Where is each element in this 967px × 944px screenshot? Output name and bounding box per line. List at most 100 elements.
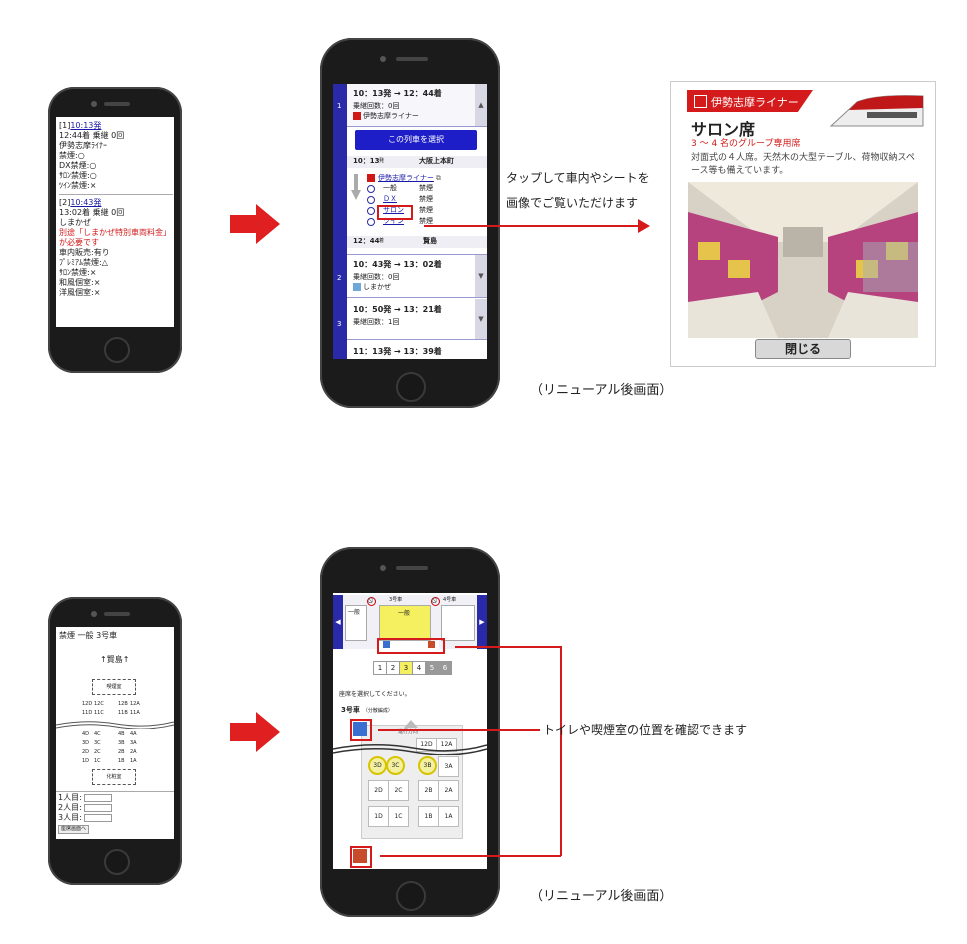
seat-label[interactable]: 11D — [82, 710, 93, 716]
seat-label[interactable]: 2B — [118, 749, 125, 755]
seat[interactable]: 1A — [438, 806, 459, 827]
seat[interactable]: 1C — [388, 806, 409, 827]
car-name: 3号車 — [389, 597, 403, 603]
new-seat-screen: ◀ ▶ 一般 ⃠ 一般 3号車 ⃠ 4号車 1 2 3 4 — [333, 593, 487, 869]
seat-label[interactable]: 12B — [118, 701, 128, 707]
radio-icon[interactable] — [367, 185, 375, 193]
seat-label[interactable]: 2D — [82, 749, 90, 755]
seat-label[interactable]: 2C — [94, 749, 101, 755]
camera-icon — [91, 101, 97, 107]
select-train-button[interactable]: この列車を選択 — [355, 130, 477, 150]
sidebar-strip — [333, 84, 347, 359]
seat-label[interactable]: 4A — [130, 731, 137, 737]
person-select[interactable] — [83, 793, 112, 802]
train-time-link[interactable]: 10:13発 — [70, 121, 102, 130]
seat-label[interactable]: 4D — [82, 731, 90, 737]
car-3[interactable]: 一般 — [379, 605, 431, 641]
prev-car-button[interactable]: ◀ — [333, 595, 343, 649]
train-row-4[interactable]: 11：13発 → 13：39着 — [347, 342, 487, 359]
seat[interactable]: 2A — [438, 780, 459, 801]
seat-label[interactable]: 1A — [130, 758, 137, 764]
page-button[interactable]: 6 — [438, 661, 452, 675]
seat-label[interactable]: 12D — [82, 701, 93, 707]
seat[interactable]: 2C — [388, 780, 409, 801]
dep-time: 10：13 — [353, 157, 380, 165]
seat[interactable]: 1D — [368, 806, 389, 827]
seat-selected[interactable]: 3B — [418, 756, 437, 775]
seat-label[interactable]: 3C — [94, 740, 101, 746]
seat-type-row[interactable]: 一般禁煙 — [367, 184, 477, 195]
seat-label[interactable]: 12A — [130, 701, 140, 707]
home-button[interactable] — [396, 881, 426, 911]
seat-label[interactable]: 1C — [94, 758, 101, 764]
radio-icon[interactable] — [367, 207, 375, 215]
expand-button[interactable]: ▼ — [475, 255, 487, 297]
page-button[interactable]: 5 — [425, 661, 439, 675]
row-times: 10：50発 → 13：21着 — [353, 305, 442, 314]
seat[interactable]: 3A — [438, 756, 459, 777]
train-info-link[interactable]: 伊勢志摩ライナー — [378, 174, 434, 182]
annotation-top-line2: 画像でご覧いただけます — [506, 196, 639, 210]
train-row-1[interactable]: 10：13発 → 12：44着 乗継回数：0回 伊勢志摩ライナー ▲ — [347, 84, 487, 127]
home-button[interactable] — [104, 337, 130, 363]
seat-label[interactable]: 3A — [130, 740, 137, 746]
train-row-3[interactable]: 10：50発 → 13：21着 乗継回数：1回 ▼ — [347, 299, 487, 340]
expand-button[interactable]: ▼ — [475, 299, 487, 339]
car-title-text: 3号車 — [341, 706, 360, 714]
close-button[interactable]: 閉じる — [755, 339, 851, 359]
seat-type-row[interactable]: ツイン禁煙 — [367, 217, 477, 228]
page-button[interactable]: 1 — [373, 661, 387, 675]
seat[interactable]: 2D — [368, 780, 389, 801]
seat-label[interactable]: 11C — [94, 710, 104, 716]
seat-type-row[interactable]: サロン禁煙 — [367, 206, 477, 217]
train-name: しまかぜ — [59, 218, 91, 227]
person-select[interactable] — [83, 813, 112, 822]
seat-type-link[interactable]: ツイン — [383, 217, 404, 225]
collapse-button[interactable]: ▲ — [475, 84, 487, 126]
car-pagination: 1 2 3 4 5 6 — [373, 661, 463, 675]
row-number: 1 — [337, 102, 342, 110]
seat-label[interactable]: 4C — [94, 731, 101, 737]
back-button[interactable]: 座席画面へ — [58, 825, 90, 834]
seat-label[interactable]: 11B — [118, 710, 128, 716]
page-button[interactable]: 2 — [386, 661, 400, 675]
phone-old-list: [1]10:13発 12:44着 乗継 0回 伊勢志摩ﾗｲﾅｰ 禁煙:○ DX禁… — [48, 87, 182, 373]
car-4[interactable] — [441, 605, 475, 641]
train-row-2[interactable]: 10：43発 → 13：02着 乗継回数：0回 しまかぜ ▼ — [347, 254, 487, 298]
seat-type-link[interactable]: サロン — [383, 206, 404, 214]
page-button[interactable]: 4 — [412, 661, 426, 675]
person-select[interactable] — [83, 803, 112, 812]
seat-selected[interactable]: 3D — [368, 756, 387, 775]
car-subtitle: （分散編成） — [362, 708, 393, 714]
home-button[interactable] — [396, 372, 426, 402]
seat-label[interactable]: 1D — [82, 758, 90, 764]
seat[interactable]: 1B — [418, 806, 439, 827]
next-car-button[interactable]: ▶ — [477, 595, 487, 649]
brand-name: 伊勢志摩ライナー — [711, 96, 799, 109]
seat-label[interactable]: 3D — [82, 740, 90, 746]
dep-suffix: 発 — [379, 158, 385, 164]
page-button-current[interactable]: 3 — [399, 661, 413, 675]
seat-label[interactable]: 3B — [118, 740, 125, 746]
connector-line — [378, 729, 540, 731]
popup-subtitle: 3 ～ 4 名のグループ専用席 — [691, 139, 801, 149]
train-image — [829, 95, 924, 127]
seat-label[interactable]: 12C — [94, 701, 104, 707]
room-label: 喫煙室 — [106, 684, 122, 690]
train-time-link[interactable]: 10:43発 — [70, 198, 102, 207]
annotation-top-line1: タップして車内やシートを — [506, 171, 650, 185]
seat-label[interactable]: 1B — [118, 758, 125, 764]
seat-label[interactable]: 2A — [130, 749, 137, 755]
seat-label[interactable]: 11A — [130, 710, 140, 716]
seat-label[interactable]: 4B — [118, 731, 125, 737]
seat-selected[interactable]: 3C — [386, 756, 405, 775]
radio-icon[interactable] — [367, 196, 375, 204]
seat[interactable]: 12D — [416, 738, 437, 752]
train-name: 伊勢志摩ライナー — [363, 112, 419, 120]
prev-car[interactable]: 一般 — [345, 605, 367, 641]
home-button[interactable] — [104, 849, 130, 875]
radio-icon[interactable] — [367, 218, 375, 226]
seat-type-link[interactable]: ＤＸ — [383, 195, 397, 203]
seat[interactable]: 2B — [418, 780, 439, 801]
